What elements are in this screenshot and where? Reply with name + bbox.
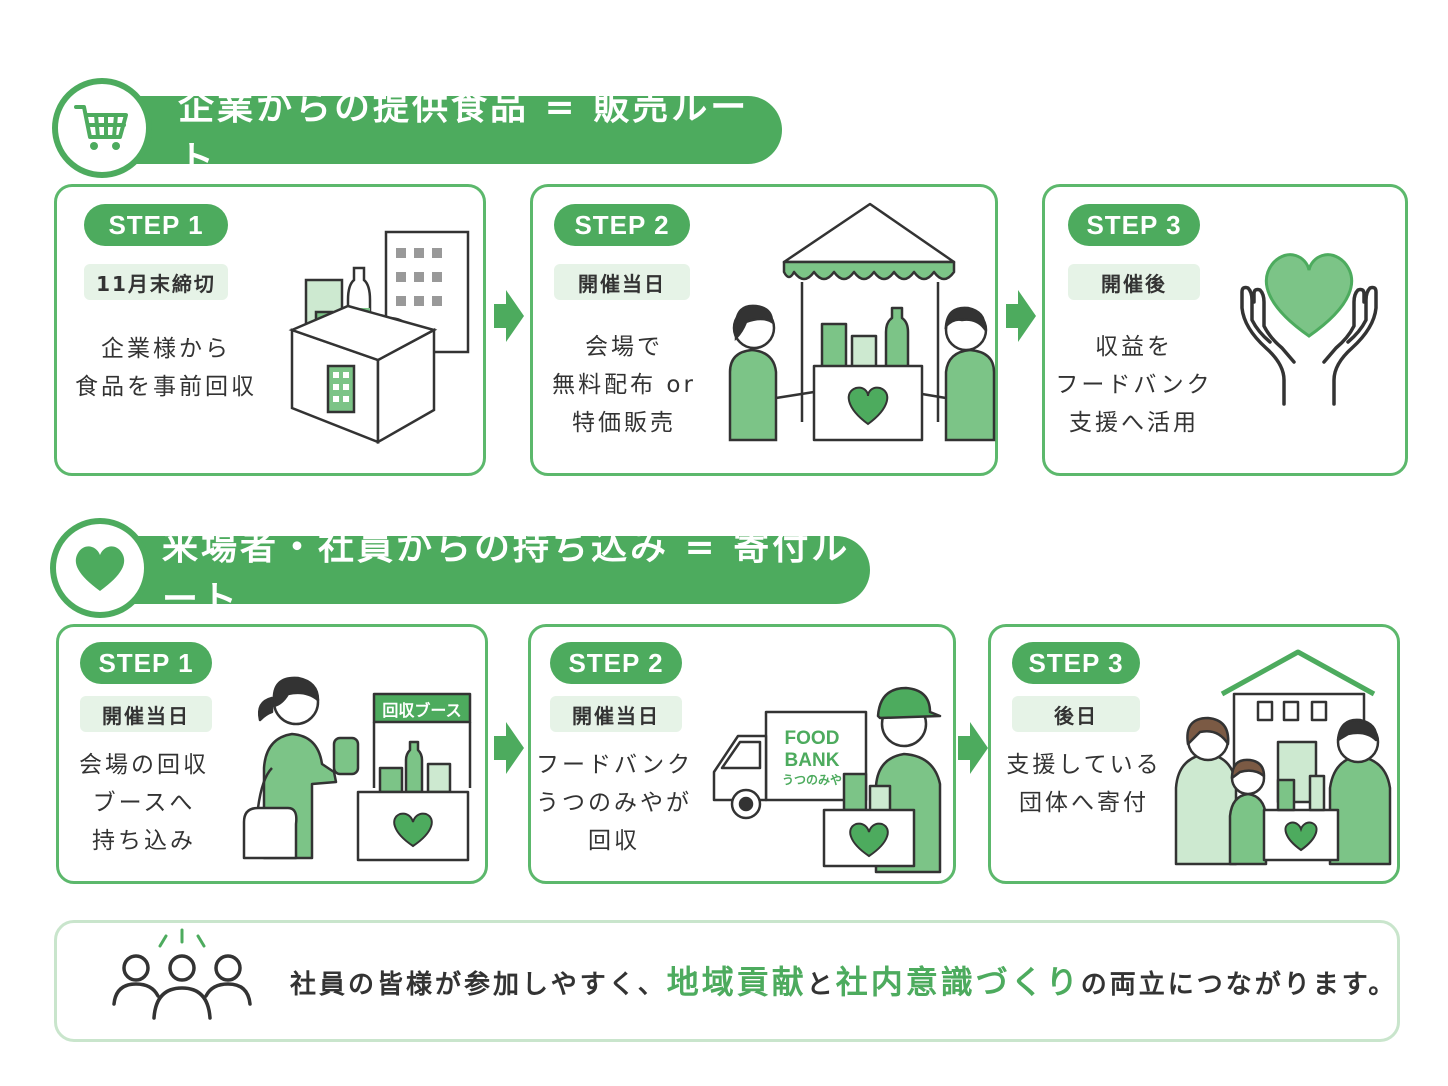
route-2-icon-circle xyxy=(50,518,150,618)
step-description: 支援している 団体へ寄付 xyxy=(1006,752,1162,816)
heart-icon xyxy=(75,546,125,591)
arrow-right-icon xyxy=(494,722,524,774)
step-description: 会場で 無料配布 or 特価販売 xyxy=(552,334,696,436)
route-1-title: 企業からの提供食品 = 販売ルート xyxy=(178,87,750,180)
highlight-internal-awareness: 社内意識づくり xyxy=(835,963,1081,1001)
arrow-right-icon xyxy=(1006,290,1036,342)
truck-label-line-3: うつのみや xyxy=(782,773,842,787)
route-2-title: 来場者・社員からの持ち込み = 寄付ルート xyxy=(162,527,851,620)
step-label: STEP 1 xyxy=(80,642,212,684)
step-description: 会場の回収 ブースへ 持ち込み xyxy=(79,752,209,854)
footer-banner xyxy=(54,920,1400,1042)
step-label: STEP 1 xyxy=(84,204,228,246)
route-1-header: 企業からの提供食品 = 販売ルート xyxy=(100,87,782,180)
timing-badge: 開催当日 xyxy=(554,264,690,300)
arrow-right-icon xyxy=(958,722,988,774)
foodbank-truck-illustration: FOOD BANK うつのみや xyxy=(712,686,942,874)
market-stall-illustration xyxy=(728,202,996,442)
step-label: STEP 2 xyxy=(554,204,690,246)
timing-badge: 開催後 xyxy=(1068,264,1200,300)
truck-label-line-2: BANK xyxy=(785,750,840,771)
route-1-icon-circle xyxy=(52,78,152,178)
people-group-icon xyxy=(112,928,252,1020)
timing-badge: 開催当日 xyxy=(550,696,682,732)
shopping-cart-icon xyxy=(74,105,128,150)
arrow-right-icon xyxy=(494,290,524,342)
timing-badge: 開催当日 xyxy=(80,696,212,732)
timing-badge: 11月末締切 xyxy=(84,264,228,300)
step-label: STEP 2 xyxy=(550,642,682,684)
footer-message: 社員の皆様が参加しやすく、地域貢献と社内意識づくりの両立につながります。 xyxy=(290,963,1398,1001)
booth-label: 回収ブース xyxy=(382,701,461,720)
timing-badge: 後日 xyxy=(1012,696,1140,732)
person-donation-booth-illustration: 回収ブース xyxy=(242,676,472,862)
family-house-illustration xyxy=(1174,649,1392,866)
step-label: STEP 3 xyxy=(1012,642,1140,684)
step-description: 企業様から 食品を事前回収 xyxy=(75,336,257,400)
truck-label-line-1: FOOD xyxy=(785,728,840,749)
highlight-regional-contribution: 地域貢献 xyxy=(666,963,807,1001)
step-label: STEP 3 xyxy=(1068,204,1200,246)
route-2-header: 来場者・社員からの持ち込み = 寄付ルート xyxy=(100,527,870,620)
step-description: フードバンク うつのみやが 回収 xyxy=(536,752,694,854)
hands-heart-icon xyxy=(1240,253,1378,406)
step-description: 収益を フードバンク 支援へ活用 xyxy=(1055,334,1213,436)
food-box-building-illustration xyxy=(288,230,470,445)
